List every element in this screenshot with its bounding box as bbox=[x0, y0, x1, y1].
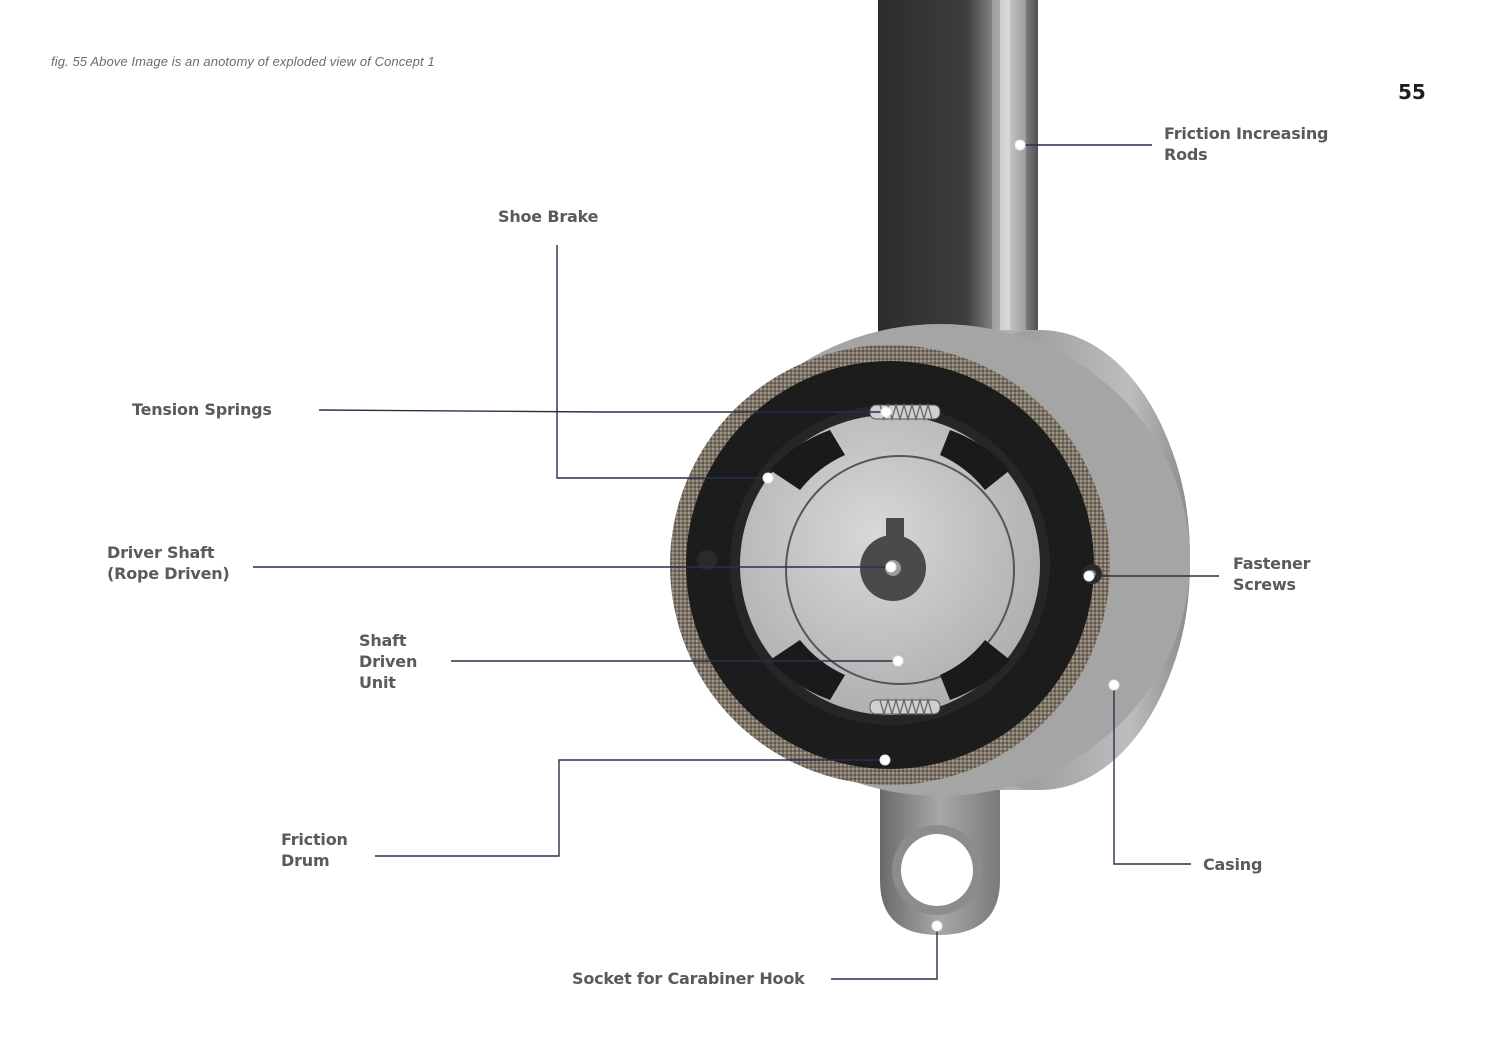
leader-lines bbox=[253, 144, 1219, 980]
page-number: 55 bbox=[1398, 80, 1426, 104]
leader-casing bbox=[1113, 685, 1191, 865]
carabiner-socket-lug bbox=[880, 760, 1000, 935]
label-casing: Casing bbox=[1203, 855, 1263, 874]
leader-socket bbox=[831, 926, 938, 980]
label-fastener-screws: Fastener Screws bbox=[1233, 554, 1311, 594]
callout-dots bbox=[762, 139, 1120, 932]
label-shaft-driven-unit: Shaft Driven Unit bbox=[359, 631, 418, 692]
figure-caption: fig. 55 Above Image is an anotomy of exp… bbox=[51, 54, 435, 69]
label-friction-drum: Friction Drum bbox=[281, 830, 348, 870]
label-shoe-brake: Shoe Brake bbox=[498, 207, 599, 226]
friction-rods-arm bbox=[878, 0, 1038, 345]
leader-tension-springs bbox=[318, 409, 886, 413]
label-driver-shaft: Driver Shaft (Rope Driven) bbox=[107, 543, 230, 583]
leader-friction-drum bbox=[375, 759, 885, 857]
label-tension-springs: Tension Springs bbox=[132, 400, 272, 419]
leader-shoe-brake bbox=[556, 245, 768, 479]
shoe-brake-pads bbox=[770, 430, 1010, 700]
label-socket-carabiner-hook: Socket for Carabiner Hook bbox=[572, 969, 805, 988]
label-friction-increasing-rods: Friction Increasing Rods bbox=[1164, 124, 1329, 164]
